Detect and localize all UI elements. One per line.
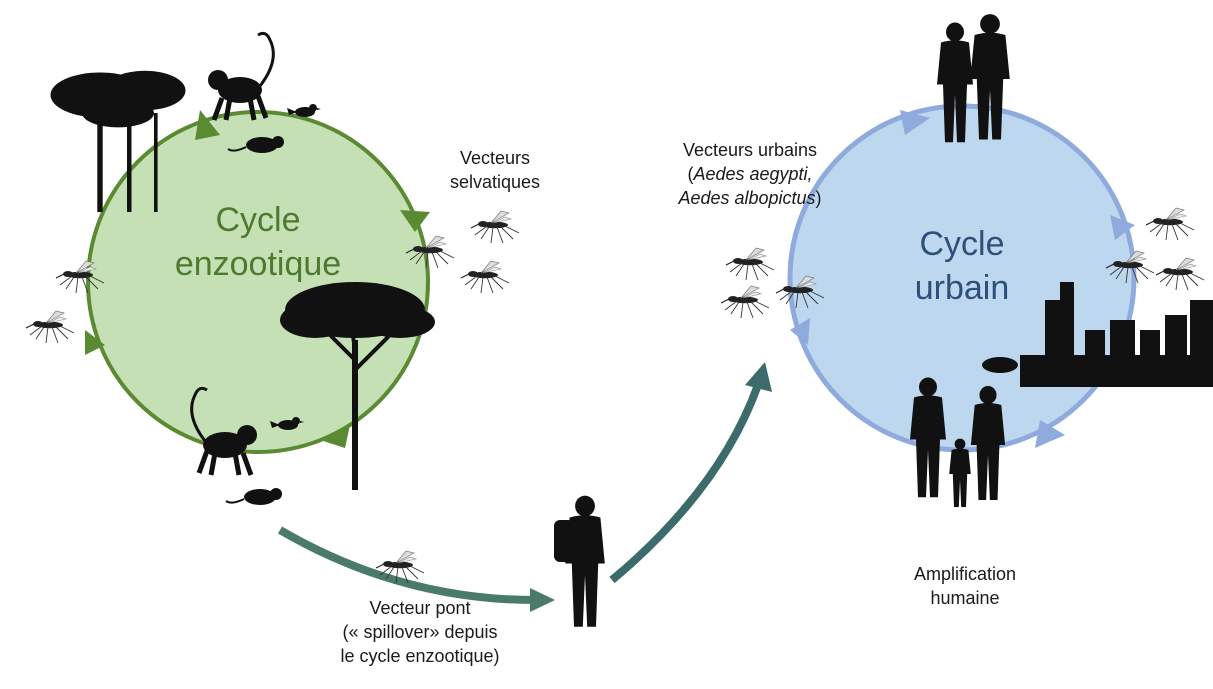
urban-vectors-line2: (Aedes aegypti, bbox=[650, 162, 850, 186]
tree-icon bbox=[50, 70, 186, 212]
species-albopictus: Aedes albopictus bbox=[678, 188, 816, 208]
urban-title-line2: urbain bbox=[914, 269, 1010, 307]
mosquito-icon bbox=[470, 210, 520, 244]
enzootic-title-line1: Cycle bbox=[215, 201, 301, 239]
sylvatic-vectors-label: Vecteurs selvatiques bbox=[420, 146, 570, 194]
bridge-line2: (« spillover» depuis bbox=[342, 622, 498, 642]
paren-open: ( bbox=[687, 164, 694, 184]
urban-arrowhead-top bbox=[900, 110, 930, 135]
enzootic-cycle bbox=[85, 110, 430, 454]
sylvatic-line1: Vecteurs bbox=[459, 148, 531, 168]
bridge-arrow-in bbox=[277, 526, 555, 612]
enzootic-arrowhead-right bbox=[400, 210, 430, 232]
urban-title-line1: Cycle bbox=[919, 225, 1005, 263]
urban-arrowhead-right bbox=[1110, 215, 1135, 240]
rat-icon bbox=[225, 487, 283, 506]
species-aegypti: Aedes aegypti, bbox=[693, 164, 813, 184]
enzootic-arrowhead-bottom bbox=[320, 425, 350, 448]
bridge-arrow-out bbox=[609, 362, 772, 584]
mosquito-icon bbox=[720, 285, 770, 319]
mosquito-icon bbox=[725, 247, 775, 281]
bridge-line3: le cycle enzootique) bbox=[340, 646, 500, 666]
urban-cycle-title: Cycle urbain bbox=[862, 222, 1062, 310]
enzootic-arrowhead-top bbox=[195, 110, 220, 140]
mosquito-icon bbox=[25, 310, 75, 344]
urban-vectors-line1: Vecteurs urbains bbox=[682, 140, 818, 160]
amplification-line1: Amplification bbox=[913, 564, 1017, 584]
enzootic-arrowhead-left bbox=[85, 330, 105, 355]
mosquito-icon bbox=[460, 260, 510, 294]
bridge-vector-label: Vecteur pont (« spillover» depuis le cyc… bbox=[320, 596, 520, 668]
urban-vectors-label: Vecteurs urbains (Aedes aegypti, Aedes a… bbox=[650, 138, 850, 210]
enzootic-cycle-circle bbox=[86, 110, 430, 454]
mosquito-icon bbox=[1145, 207, 1195, 241]
bridge-line1: Vecteur pont bbox=[369, 598, 471, 618]
hiker-icon bbox=[554, 495, 605, 627]
enzootic-title-line2: enzootique bbox=[174, 245, 342, 283]
sylvatic-line2: selvatiques bbox=[449, 172, 541, 192]
amplification-line2: humaine bbox=[930, 588, 1000, 608]
monkey-icon bbox=[208, 33, 273, 120]
urban-arrowhead-left bbox=[790, 318, 810, 345]
urban-vectors-line3: Aedes albopictus) bbox=[650, 186, 850, 210]
mosquito-icon bbox=[1155, 257, 1205, 291]
paren-close: ) bbox=[815, 188, 822, 208]
city-skyline-icon bbox=[982, 282, 1213, 387]
urban-arrowhead-bottom bbox=[1035, 420, 1065, 448]
human-amplification-label: Amplification humaine bbox=[880, 562, 1050, 610]
enzootic-cycle-title: Cycle enzootique bbox=[158, 198, 358, 286]
